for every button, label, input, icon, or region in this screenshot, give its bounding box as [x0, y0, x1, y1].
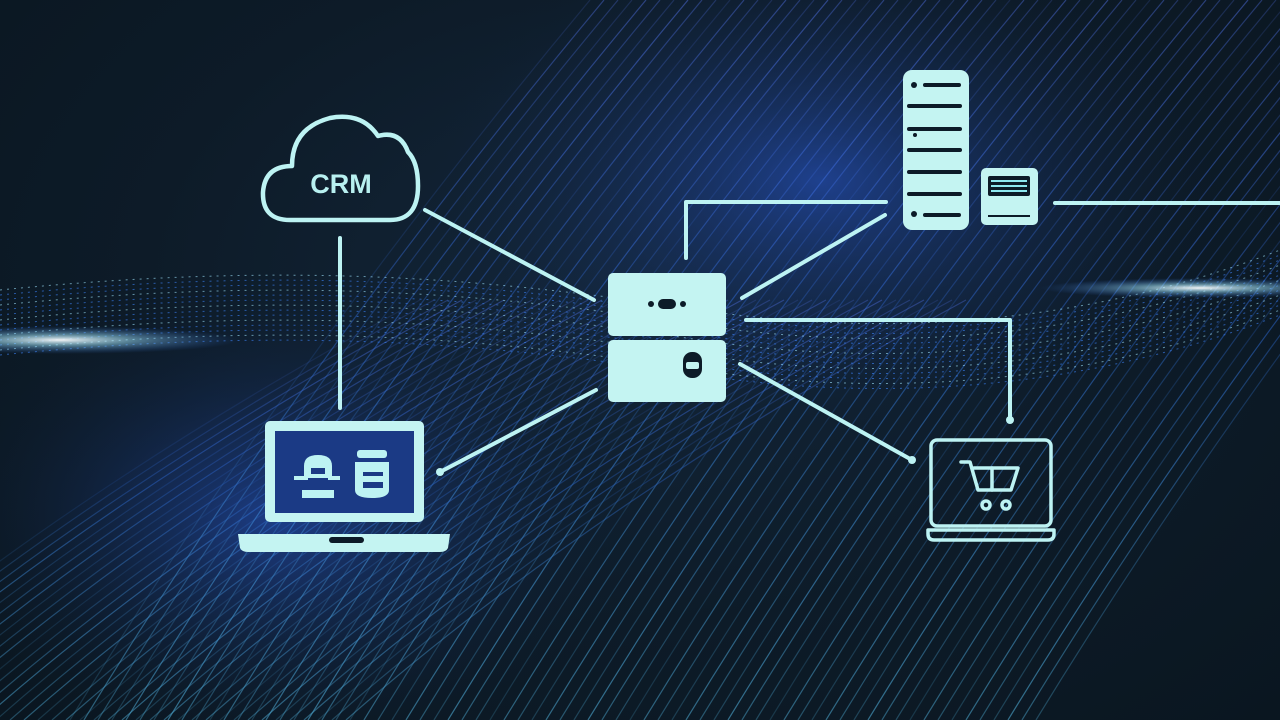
crm-cloud-node[interactable]: CRM: [260, 114, 421, 223]
hub-server-icon: [608, 273, 726, 402]
server-tower-icon: [903, 70, 969, 230]
crm-label: CRM: [310, 169, 372, 199]
laptop-users-node[interactable]: [238, 421, 450, 552]
connector-laptop-hub: [438, 388, 598, 474]
server-tower-node[interactable]: [903, 70, 969, 230]
laptop-with-users-icon: [238, 421, 450, 552]
central-hub-node[interactable]: [608, 273, 726, 402]
terminal-device-node[interactable]: [981, 168, 1038, 225]
shopping-cart-laptop-icon: [926, 438, 1056, 542]
connector-lines: [338, 200, 1280, 474]
connector-hub-server: [740, 213, 887, 300]
connector-hub-server-top: [684, 200, 888, 260]
ecommerce-laptop-node[interactable]: [926, 438, 1056, 542]
connector-hub-ecommerce: [738, 362, 914, 462]
terminal-device-icon: [981, 168, 1038, 225]
cloud-icon: [260, 114, 421, 223]
connector-crm-hub: [423, 208, 596, 302]
connector-hub-ecommerce-right: [744, 318, 1012, 422]
